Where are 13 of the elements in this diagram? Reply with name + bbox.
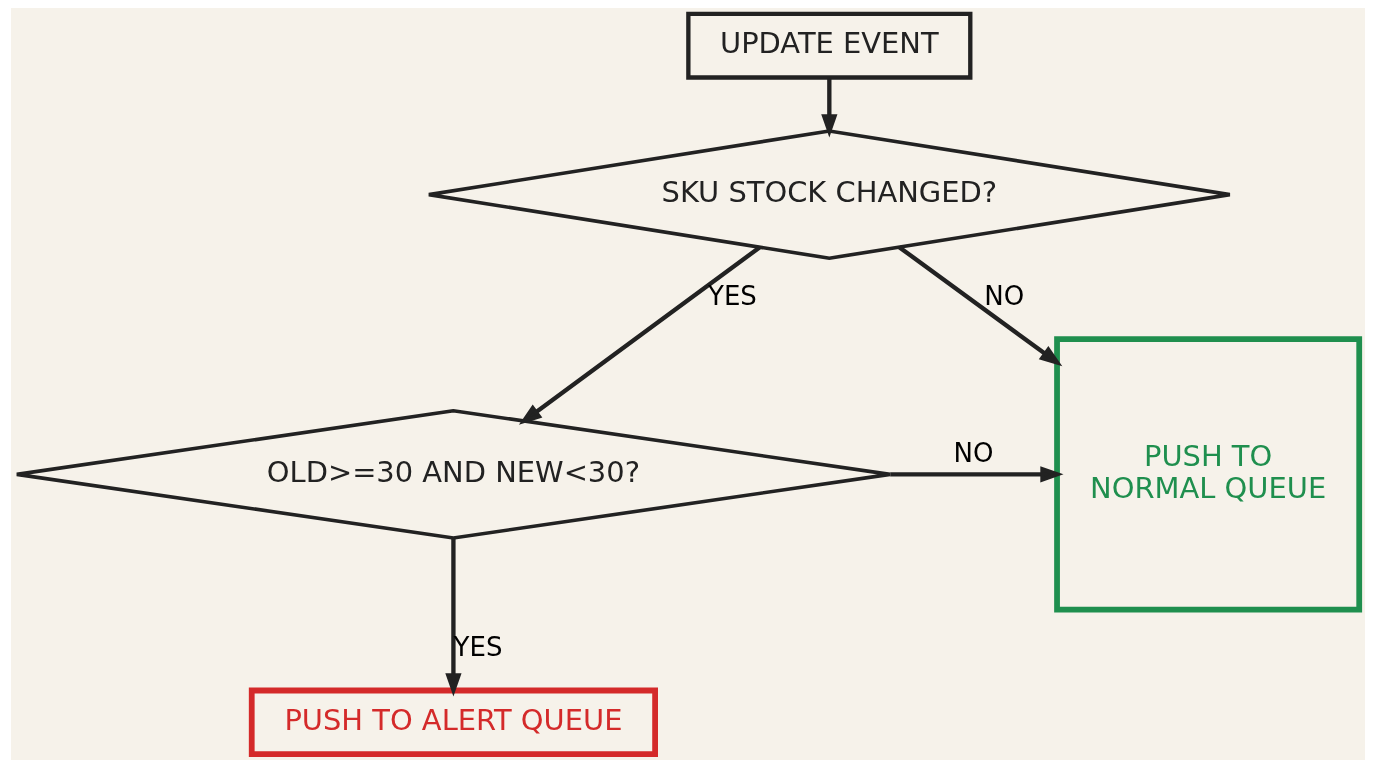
node-box: PUSH TO ALERT QUEUE xyxy=(248,687,658,757)
arrow xyxy=(518,245,761,425)
arrow xyxy=(897,245,1063,367)
node-box: PUSH TO NORMAL QUEUE xyxy=(1054,336,1363,613)
node-diamond: OLD>=30 AND NEW<30? xyxy=(14,408,892,540)
arrow xyxy=(890,466,1064,483)
arrow xyxy=(821,78,838,138)
edge-label: NO xyxy=(984,281,1025,312)
edge-label: NO xyxy=(953,437,994,468)
arrow xyxy=(445,538,462,697)
node-diamond: SKU STOCK CHANGED? xyxy=(427,129,1232,261)
node-box: UPDATE EVENT xyxy=(686,11,973,80)
edge-label: YES xyxy=(708,281,757,312)
